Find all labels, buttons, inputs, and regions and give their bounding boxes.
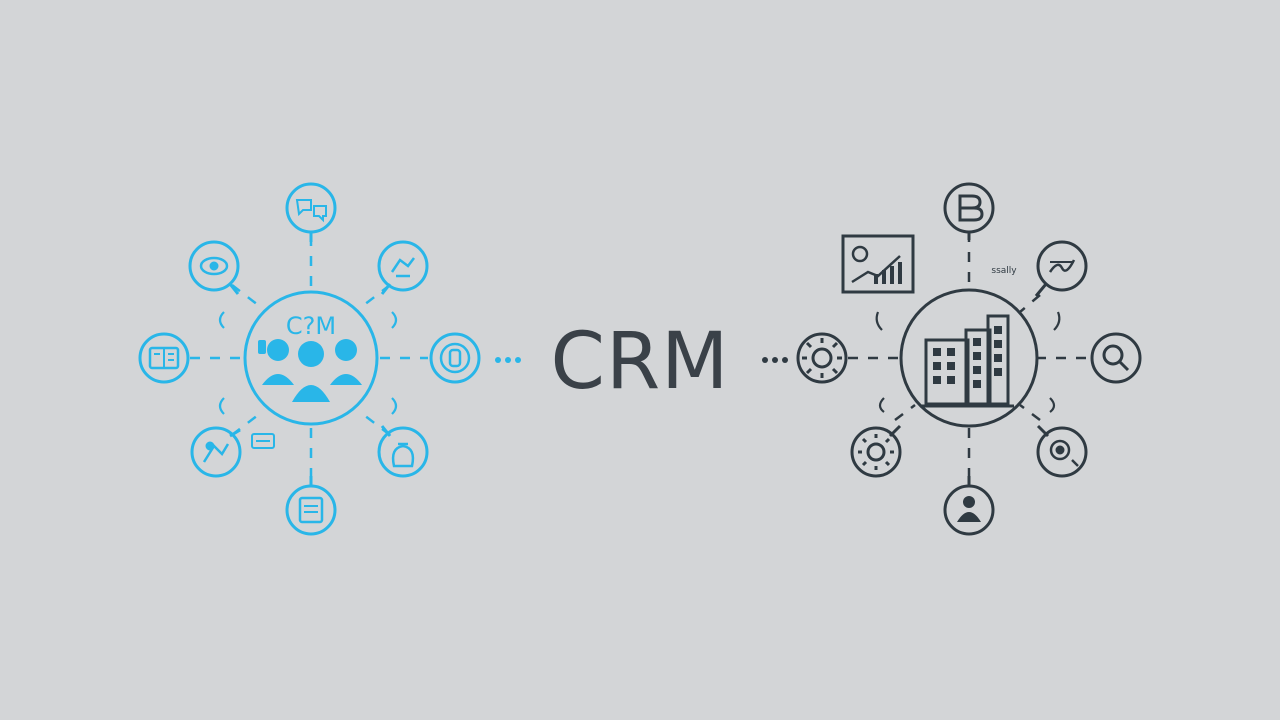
tag-icon — [188, 240, 240, 295]
left-hub-label: C?M — [286, 312, 336, 340]
person-icon — [943, 476, 995, 536]
settings-icon — [1036, 424, 1088, 478]
document-icon — [285, 476, 337, 536]
right-hub: ssally — [762, 182, 1142, 536]
chat-mini-icon — [251, 433, 275, 449]
right-flow-arrows — [875, 311, 1061, 413]
team-icon — [190, 426, 242, 478]
crm-title: CRM — [550, 317, 730, 407]
gear-icon — [850, 424, 902, 478]
left-hub: C?M — [138, 182, 521, 536]
people-group-icon — [258, 339, 362, 402]
right-connector-dots — [762, 357, 788, 363]
chat-bubbles-icon — [285, 182, 337, 242]
bitcoin-b-icon — [943, 182, 995, 240]
left-hub-circle — [243, 290, 379, 426]
left-flow-arrows — [218, 311, 398, 415]
right-hub-circle — [899, 288, 1039, 428]
left-connector-dots — [495, 357, 521, 363]
signature-icon — [1034, 240, 1088, 297]
magnifier-icon — [1090, 332, 1142, 384]
tiny-label: ssally — [991, 266, 1017, 276]
analytics-chart-icon — [841, 234, 915, 294]
office-building-icon — [920, 314, 1014, 408]
handshake-icon — [377, 240, 429, 295]
money-bag-icon — [377, 425, 429, 478]
rotate-arrows-icon — [429, 332, 481, 384]
gear-cog-icon — [796, 332, 848, 384]
right-spokes — [848, 232, 1090, 484]
address-book-icon — [138, 332, 190, 384]
